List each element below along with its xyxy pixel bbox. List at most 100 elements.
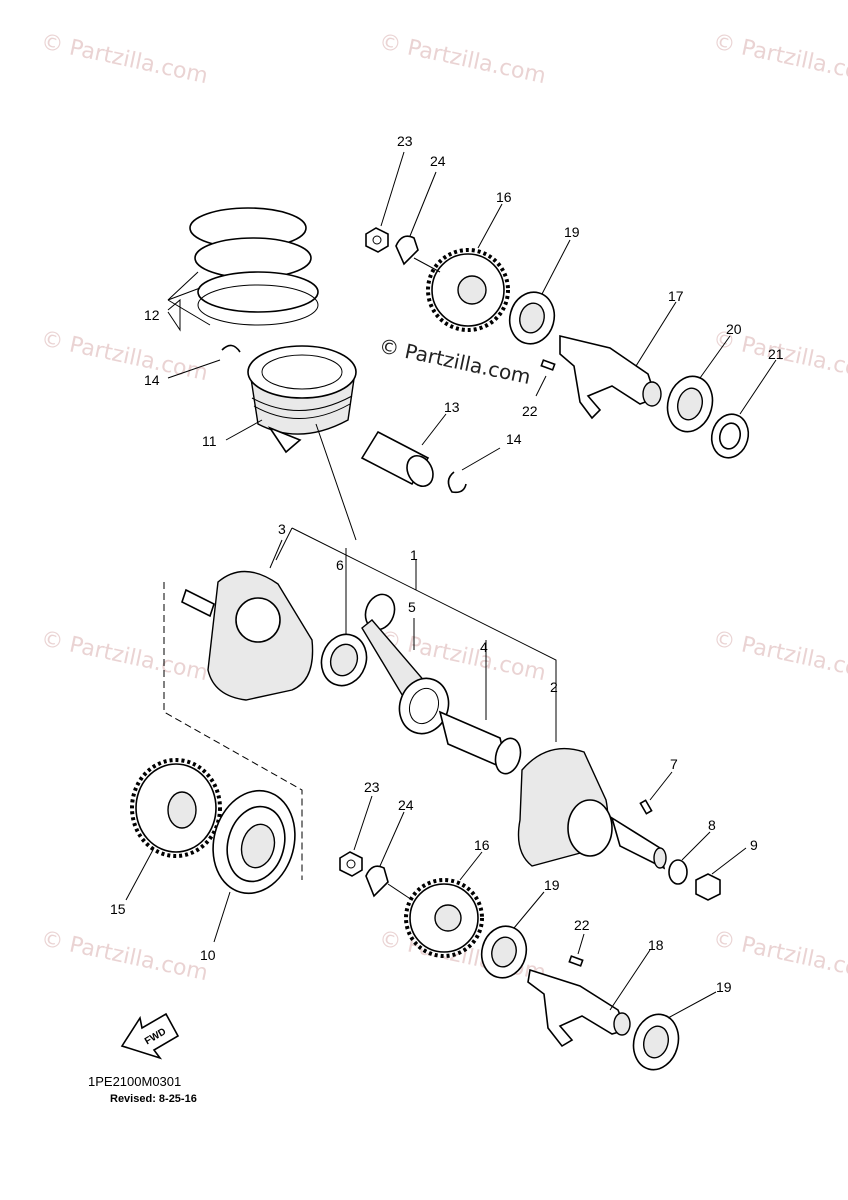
watermark-center: © Partzilla.com (377, 333, 533, 389)
circlip-upper (221, 344, 241, 353)
piston-pin-end (406, 454, 434, 488)
leader-14-upper (167, 359, 221, 379)
leader-22-upper (535, 375, 547, 397)
crank-right-shaft (610, 816, 666, 870)
revision-date: Revised: 8-25-16 (110, 1093, 197, 1105)
nut-23-lower-hole (346, 859, 356, 869)
callout-24-lower: 24 (398, 797, 414, 813)
crank-pin-end (494, 737, 522, 775)
leader-19-mid (513, 891, 545, 929)
crank-left-shaft-end (181, 588, 215, 618)
callout-17: 17 (668, 288, 684, 304)
key-7 (639, 799, 653, 815)
circlip-lower (447, 471, 467, 494)
balancer-shaft-17 (559, 334, 662, 420)
bracket-crank-assy (291, 527, 557, 742)
watermark-top-right: © Partzilla.com (711, 29, 848, 89)
watermark-lower-right: © Partzilla.com (711, 626, 848, 686)
key-22-lower (568, 955, 584, 967)
callout-13: 13 (444, 399, 460, 415)
needle-bearing-6 (320, 633, 368, 687)
watermark-bottom-right: © Partzilla.com (711, 926, 848, 986)
balancer-shaft-18 (527, 968, 631, 1048)
piston-ring-groove-2 (253, 403, 351, 419)
gear-16-lower-hub (434, 904, 462, 932)
leader-3 (269, 539, 283, 569)
bearing-19-mid-inner (491, 936, 517, 968)
leader-13 (421, 413, 447, 446)
watermark-bottom-left: © Partzilla.com (39, 926, 210, 986)
nut-23-upper-hole (372, 235, 382, 245)
leader-19-upper (541, 239, 571, 295)
bearing-19-mid (480, 925, 528, 979)
balancer-shaft-17-body (559, 334, 658, 420)
crank-right-shaft-end (653, 847, 667, 869)
callout-23-upper: 23 (397, 133, 413, 149)
callout-3: 3 (278, 521, 286, 537)
gear-16-upper-hub (457, 275, 487, 305)
bracket-crank-left-drop (275, 527, 293, 561)
bearing-19-lower (632, 1013, 680, 1071)
callout-24-upper: 24 (430, 153, 446, 169)
callout-21: 21 (768, 346, 784, 362)
callout-6: 6 (336, 557, 344, 573)
callout-15: 15 (110, 901, 126, 917)
leader-23-upper (380, 151, 405, 227)
crank-web-left (181, 570, 314, 701)
oil-seal-21-inner (718, 422, 742, 450)
crank-timing-gear (567, 799, 613, 857)
leader-19-lower (667, 991, 717, 1019)
leader-14-lower (461, 447, 501, 471)
piston-ring-set (189, 207, 319, 326)
leader-10 (213, 891, 231, 943)
callout-10: 10 (200, 947, 216, 963)
leader-16-upper (477, 203, 503, 249)
crank-pin-4 (438, 710, 522, 775)
callout-19-mid: 19 (544, 877, 560, 893)
bearing-19-upper-inner (519, 302, 545, 334)
nut-23-lower (339, 851, 363, 877)
shaft-axis-lower (387, 883, 413, 901)
balancer-gear-16-lower (404, 878, 484, 958)
callout-11: 11 (202, 433, 217, 449)
assy-bracket-dashed (163, 582, 303, 880)
gear-15-hub (167, 791, 197, 829)
watermark-top-center: © Partzilla.com (377, 29, 548, 89)
connecting-rod-5 (361, 593, 450, 735)
nut-23-upper (365, 227, 389, 253)
callout-22-lower: 22 (574, 917, 590, 933)
callout-22-upper: 22 (522, 403, 538, 419)
lock-washer-24-lower (365, 865, 389, 898)
watermark-top-left: © Partzilla.com (39, 29, 210, 89)
bearing-10-inner (240, 823, 276, 869)
leader-9 (711, 847, 747, 875)
leader-12b (167, 287, 201, 301)
bearing-20 (666, 375, 714, 433)
piston-skirt (267, 426, 302, 454)
callout-7: 7 (670, 756, 678, 772)
leader-11 (225, 419, 263, 441)
balancer-shaft-17-end (642, 381, 662, 407)
leader-7 (649, 771, 673, 801)
callout-5: 5 (408, 599, 416, 615)
callout-1: 1 (410, 547, 418, 563)
leader-12-bracket (167, 298, 181, 332)
balancer-gear-16-upper (426, 248, 510, 332)
callout-19-lower: 19 (716, 979, 732, 995)
callout-18: 18 (648, 937, 664, 953)
callout-20: 20 (726, 321, 742, 337)
key-22-upper (540, 359, 556, 371)
callout-8: 8 (708, 817, 716, 833)
leader-17 (635, 301, 677, 367)
crank-gear-15 (130, 758, 222, 858)
crank-web-right (517, 747, 667, 870)
nut-9 (695, 873, 721, 901)
watermark-lower-left: © Partzilla.com (39, 626, 210, 686)
needle-bearing-6-inner (329, 643, 359, 677)
leader-18 (609, 949, 651, 1011)
leader-21 (739, 359, 777, 415)
leader-12a (167, 271, 199, 301)
callout-2: 2 (550, 679, 558, 695)
leader-24-lower (379, 811, 405, 867)
callout-23-lower: 23 (364, 779, 380, 795)
